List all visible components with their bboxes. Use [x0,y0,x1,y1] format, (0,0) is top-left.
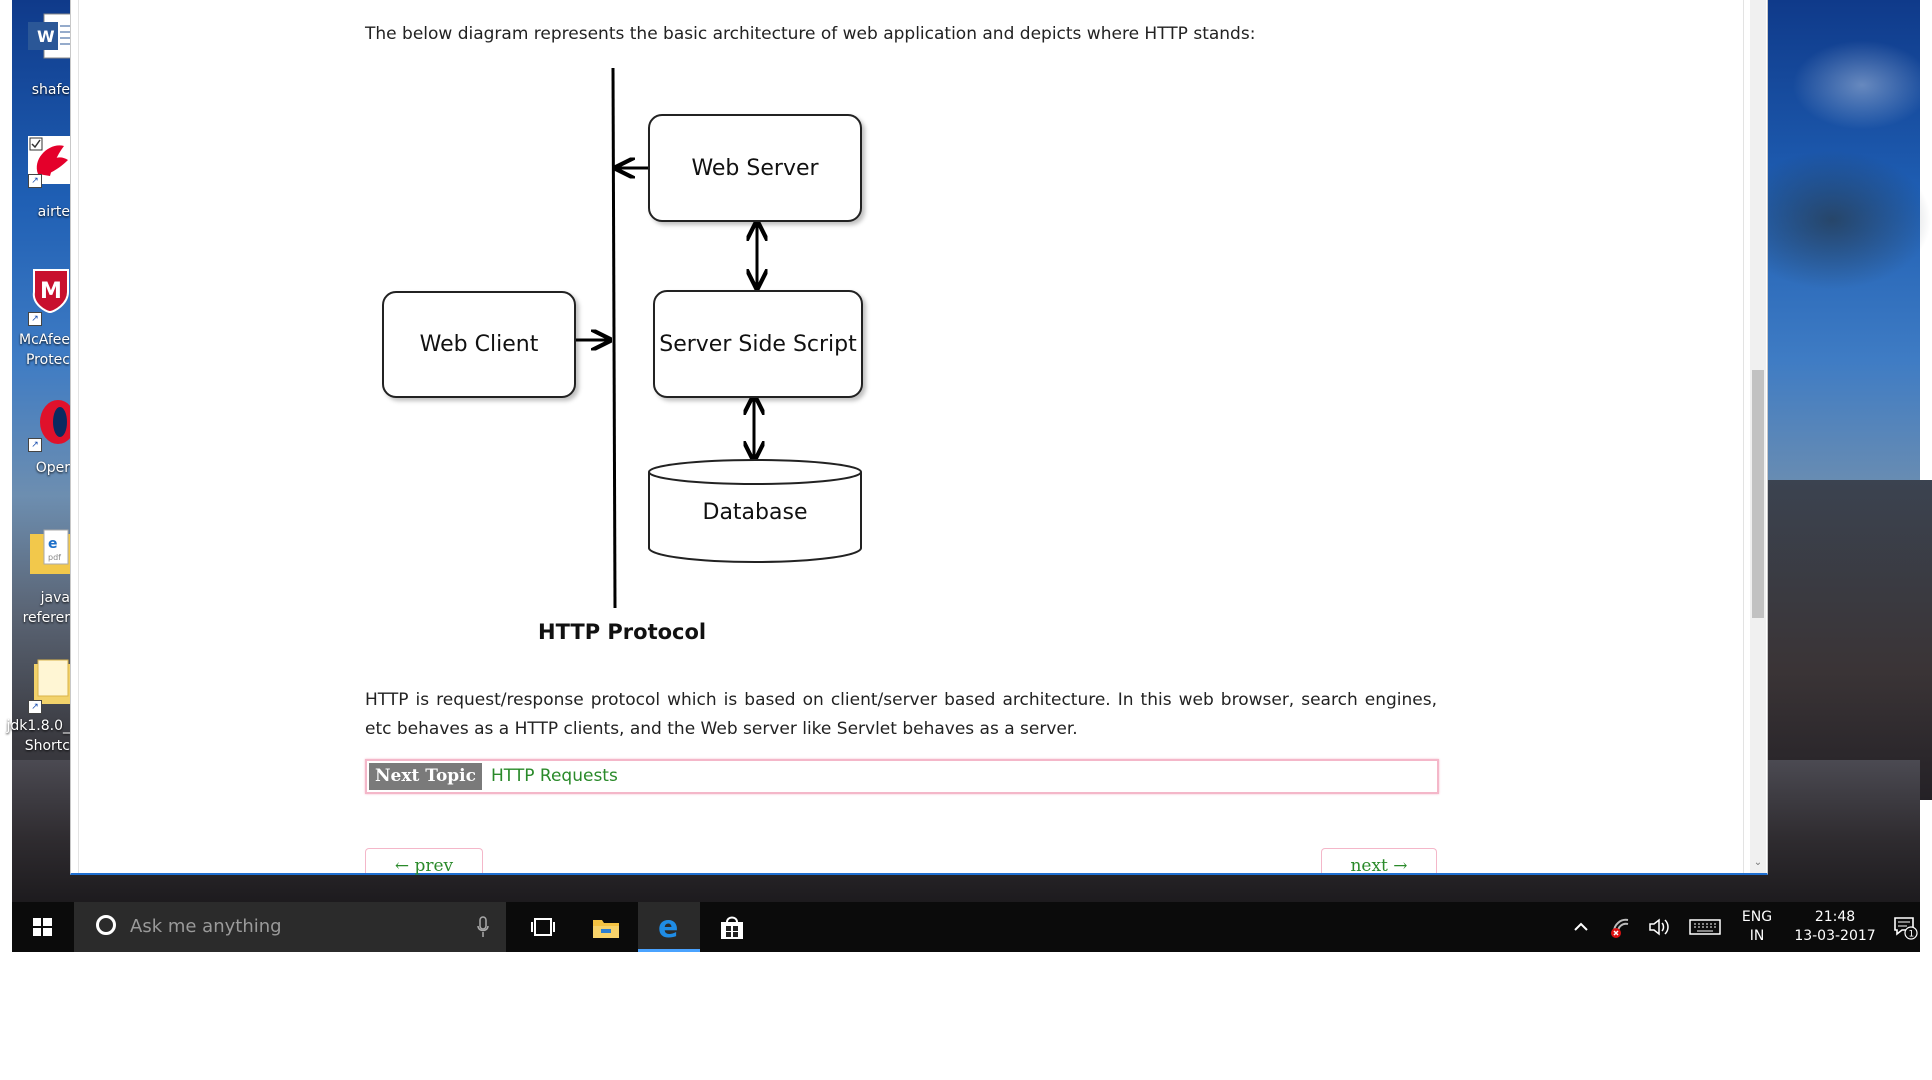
browser-window [70,0,1768,875]
desktop-icon-label-line2: Protec [25,352,70,368]
next-button[interactable]: next → [1321,848,1437,876]
opera-icon [40,400,76,444]
taskbar-clock[interactable]: 21:48 13-03-2017 [1780,908,1890,946]
web-client-box: Web Client [382,291,576,398]
shortcut-arrow-icon: ↗ [28,174,42,188]
shortcut-arrow-icon: ↗ [28,700,42,714]
start-button[interactable] [12,902,74,952]
desktop-icon-java-reference[interactable]: e pdf java referer [12,529,72,630]
windows-logo-icon [33,918,52,936]
wifi-disconnected-icon[interactable] [1608,914,1634,940]
svg-text:pdf: pdf [48,553,61,562]
wallpaper-cloud [1792,40,1932,130]
desktop-icon-label: jdk1.8.0_ [6,718,70,734]
svg-text:W: W [37,27,55,46]
clock-date: 13-03-2017 [1794,928,1876,944]
next-topic-link[interactable]: HTTP Requests [491,766,618,786]
desktop-icon-jdk[interactable]: ↗ jdk1.8.0_ Shortc [6,659,72,760]
volume-icon[interactable] [1646,914,1672,940]
search-placeholder: Ask me anything [130,916,282,937]
http-protocol-line [611,67,617,609]
desktop-icon-label: airte [37,204,70,220]
desktop-icon-word[interactable]: W shafe [12,8,73,98]
cortana-icon [96,915,116,935]
web-server-box: Web Server [648,114,862,222]
file-explorer-button[interactable] [575,902,637,952]
database-label: Database [702,500,808,525]
desktop-icon-label: java [40,590,70,606]
body-paragraph: HTTP is request/response protocol which … [365,690,1437,739]
task-view-icon [531,918,555,936]
desktop-icon-mcafee[interactable]: M ↗ McAfee Protec [12,262,72,374]
taskbar: Ask me anything e [12,902,1920,952]
file-explorer-icon [593,920,619,938]
shortcut-arrow-icon: ↗ [28,312,42,326]
desktop-icon-label: shafe [31,82,70,98]
desktop-icon-opera[interactable]: ↗ Oper [12,398,76,488]
next-topic-label: Next Topic [369,763,482,790]
page-content-frame [78,0,1744,873]
store-button[interactable] [701,902,763,952]
http-architecture-diagram: Web Server Web Client Server Side Script… [372,60,892,660]
cortana-search-box[interactable]: Ask me anything [74,902,506,952]
diagram-connectors [574,67,862,609]
desktop-icon-label-line2: Shortc [24,738,70,754]
shortcut-arrow-icon: ↗ [28,438,42,452]
mcafee-icon: M [32,269,69,314]
desktop-icon-airtel[interactable]: ↗ airte [12,136,72,226]
pdf-folder-icon: e pdf [30,529,70,574]
intro-paragraph: The below diagram represents the basic a… [365,24,1256,44]
desktop-icon-label: Oper [35,460,70,476]
prev-button[interactable]: ← prev [365,848,483,876]
region-code: IN [1749,928,1765,944]
task-view-button[interactable] [512,902,574,952]
microphone-icon[interactable] [476,916,490,938]
scrollbar-thumb[interactable] [1752,370,1764,618]
database-cylinder [648,459,862,563]
svg-text:e: e [48,536,58,552]
edge-browser-button[interactable]: e [638,902,700,952]
wallpaper-rocks [1762,480,1932,800]
svg-text:e: e [658,910,678,945]
chevron-up-icon[interactable] [1568,914,1594,940]
store-icon [721,916,743,939]
system-tray: ENG IN 21:48 13-03-2017 1 [12,902,1920,952]
language-code: ENG [1741,909,1773,925]
notification-count: 1 [1909,930,1915,940]
keyboard-icon[interactable] [1688,914,1722,940]
folder-shortcut-icon [34,659,72,704]
action-center-icon[interactable]: 1 [1892,914,1918,940]
language-indicator[interactable]: ENG IN [1737,908,1777,946]
http-protocol-label: HTTP Protocol [538,620,707,644]
next-topic-box: Next Topic HTTP Requests [365,759,1439,794]
clock-time: 21:48 [1814,909,1856,925]
svg-text:M: M [40,279,62,304]
word-document-icon: W [28,13,73,59]
scroll-down-arrow-icon[interactable]: ⌄ [1753,857,1763,868]
server-side-script-box: Server Side Script [653,290,863,398]
desktop-icon-label-line2: referer [22,610,70,626]
edge-icon: e [658,910,678,945]
desktop-icon-label: McAfee [18,332,70,348]
